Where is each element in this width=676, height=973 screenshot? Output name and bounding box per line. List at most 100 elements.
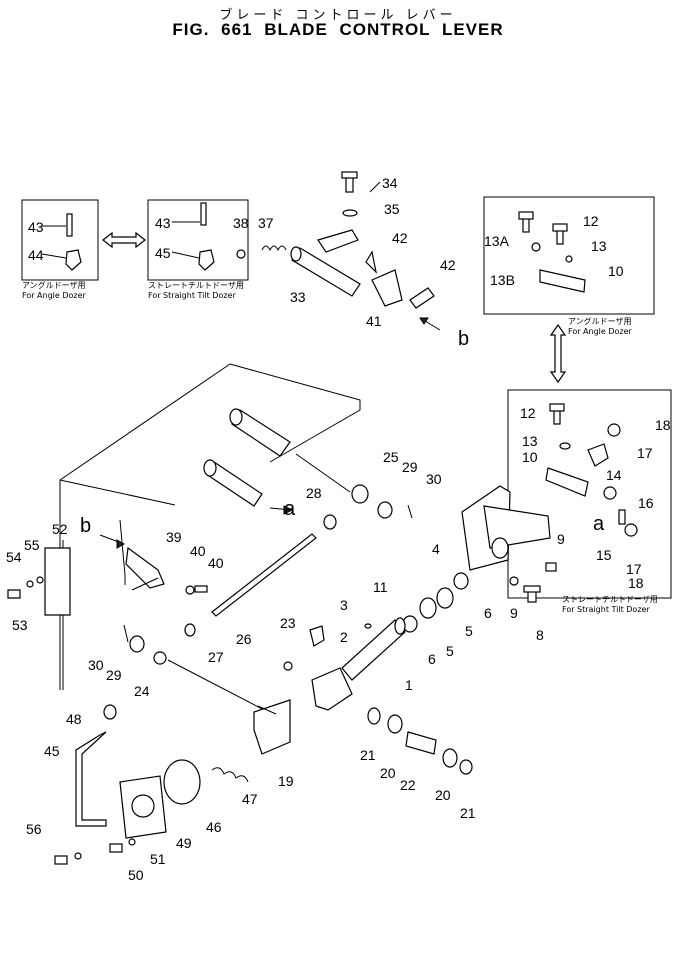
callout-50: 51 <box>150 851 166 867</box>
callout-17: 17 <box>637 445 653 461</box>
callout-16: 16 <box>638 495 654 511</box>
callout-25: 25 <box>383 449 399 465</box>
callout-30b: 30 <box>88 657 104 673</box>
view-marker-b: b <box>80 515 91 537</box>
callout-8: 8 <box>536 627 544 643</box>
callout-49: 50 <box>128 867 144 883</box>
callout-54: 55 <box>24 537 40 553</box>
callout-15: 15 <box>596 547 612 563</box>
callout-18: 18 <box>655 417 671 433</box>
callout-14: 14 <box>606 467 622 483</box>
callout-53: 54 <box>6 549 22 565</box>
upper-shaft-assembly <box>261 171 441 331</box>
callout-13A: 13A <box>484 233 510 249</box>
caption-angle-dozer-jp-right: アングルドーザ用 <box>568 316 632 326</box>
callout-41: 42 <box>392 230 408 246</box>
callout-31: 33 <box>290 289 306 305</box>
view-marker-b-top: b <box>458 328 469 350</box>
callout-42: 43 <box>28 219 44 235</box>
inset-straight-tilt-bracket <box>507 389 672 599</box>
callout-34: 37 <box>258 215 274 231</box>
callout-2: 2 <box>340 629 348 645</box>
callout-26: 26 <box>236 631 252 647</box>
callout-38: 40 <box>190 543 206 559</box>
bushings-5-6 <box>402 572 469 633</box>
callout-43: 44 <box>28 247 44 263</box>
callout-5: 5 <box>465 623 473 639</box>
callout-48: 49 <box>176 835 192 851</box>
callout-11: 11 <box>373 579 388 595</box>
callout-12: 12 <box>583 213 599 229</box>
callout-13B: 13B <box>490 272 515 288</box>
callout-24: 24 <box>134 683 150 699</box>
callout-44: 45 <box>44 743 60 759</box>
callout-51: 52 <box>52 521 68 537</box>
callout-29: 29 <box>402 459 418 475</box>
inset-angle-dozer-bracket <box>483 196 655 315</box>
callout-13: 13 <box>591 238 607 254</box>
figure-title: FIG. 661 BLADE CONTROL LEVER <box>172 20 504 39</box>
caption-straight-tilt-jp-right: ストレートチルトドーザ用 <box>562 595 658 604</box>
callout-1: 1 <box>405 677 413 693</box>
callout-22: 22 <box>400 777 416 793</box>
upper-rods <box>203 408 351 515</box>
caption-straight-tilt-jp: ストレートチルトドーザ用 <box>148 281 244 290</box>
callout-19: 19 <box>278 773 294 789</box>
callout-55: 56 <box>26 821 42 837</box>
view-marker-a-right: a <box>593 513 605 535</box>
callout-20b: 20 <box>435 787 451 803</box>
callout-7: 9 <box>557 531 565 547</box>
callout-12b: 12 <box>520 405 536 421</box>
callout-30: 30 <box>426 471 442 487</box>
callout-17b: 17 <box>626 561 642 577</box>
callout-36: 39 <box>166 529 182 545</box>
callout-46: 47 <box>242 791 258 807</box>
callout-18b: 18 <box>628 575 644 591</box>
callout-39: 41 <box>366 313 382 329</box>
lever-bracket-36 <box>99 534 208 595</box>
lower-shaft-parts <box>367 707 473 775</box>
callout-21: 21 <box>360 747 376 763</box>
callout-33: 35 <box>384 201 400 217</box>
bracket-4 <box>461 485 557 603</box>
callout-6: 6 <box>484 605 492 621</box>
callout-3: 3 <box>340 597 348 613</box>
caption-angle-dozer-en: For Angle Dozer <box>22 291 87 300</box>
inset-straight-tilt-dozer-pins <box>147 199 249 281</box>
callout-9: 9 <box>510 605 518 621</box>
callout-13b: 13 <box>522 433 538 449</box>
figure-title-japanese: ブレード コントロール レバー <box>219 8 457 23</box>
callout-21b: 21 <box>460 805 476 821</box>
rod-26 <box>211 533 317 617</box>
callout-45: 46 <box>206 819 222 835</box>
inset-angle-dozer-pins <box>21 199 99 281</box>
caption-straight-tilt-en-right: For Straight Tilt Dozer <box>562 605 650 614</box>
callout-10b: 10 <box>522 449 538 465</box>
caption-angle-dozer-jp: アングルドーザ用 <box>22 280 86 290</box>
callout-32: 34 <box>382 175 398 191</box>
callout-52: 53 <box>12 617 28 633</box>
callout-35: 38 <box>233 215 249 231</box>
callout-4: 4 <box>432 541 440 557</box>
view-marker-a: a <box>284 498 296 520</box>
callout-47: 48 <box>66 711 82 727</box>
callout-27: 27 <box>208 649 224 665</box>
vertical-double-arrow <box>549 323 567 384</box>
plate-51 <box>7 547 71 616</box>
lower-assembly <box>54 704 249 865</box>
fasteners <box>123 484 413 643</box>
callout-10: 10 <box>608 263 624 279</box>
link-and-lever-19 <box>129 623 291 755</box>
callout-20: 20 <box>380 765 396 781</box>
callout-37: 40 <box>208 555 224 571</box>
caption-angle-dozer-en-right: For Angle Dozer <box>568 327 633 336</box>
callout-42b: 43 <box>155 215 171 231</box>
shaft-1 <box>283 617 406 711</box>
callout-29b: 29 <box>106 667 122 683</box>
caption-straight-tilt-en: For Straight Tilt Dozer <box>148 291 236 300</box>
double-arrow <box>102 231 146 249</box>
callout-28: 28 <box>306 485 322 501</box>
callout-5b: 5 <box>446 643 454 659</box>
callout-43b: 45 <box>155 245 171 261</box>
